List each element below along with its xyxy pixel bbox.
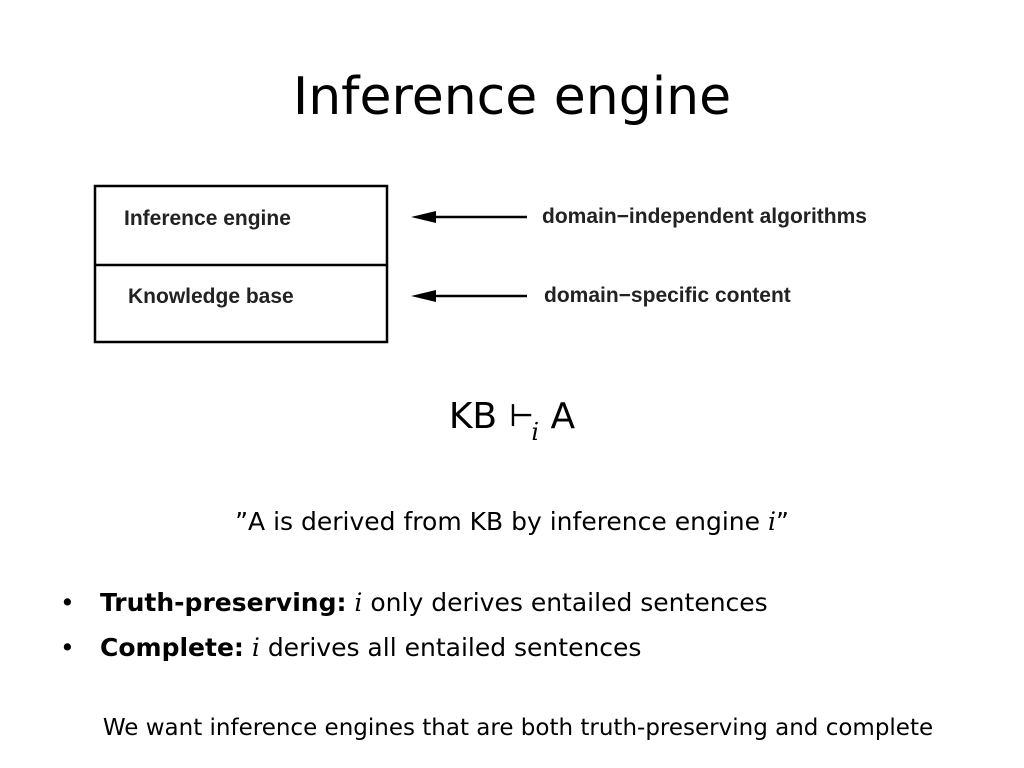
- derivation-formula: KB ⊢i A: [0, 394, 1024, 446]
- slide-title: Inference engine: [292, 67, 732, 127]
- formula-a: A: [550, 396, 576, 437]
- quote-variable: i: [767, 507, 776, 536]
- formula-reading: ”A is derived from KB by inference engin…: [0, 505, 1024, 539]
- bullet-icon: •: [60, 633, 75, 662]
- formula-subscript: i: [531, 418, 540, 446]
- list-item: • Complete: i derives all entailed senten…: [60, 631, 768, 676]
- bullet-icon: •: [60, 588, 75, 617]
- bullet-term: Complete:: [100, 633, 244, 662]
- bullet-term: Truth-preserving:: [100, 588, 347, 617]
- conclusion-text: We want inference engines that are both …: [102, 715, 934, 741]
- quote-close: ”: [775, 507, 789, 536]
- turnstile-symbol: ⊢: [508, 399, 535, 434]
- bullet-variable: i: [251, 633, 260, 662]
- domain-specific-label: domain−specific content: [544, 284, 791, 307]
- inference-engine-box-label: Inference engine: [124, 207, 291, 230]
- bullet-variable: i: [354, 588, 363, 617]
- list-item: • Truth-preserving: i only derives entail…: [60, 586, 768, 631]
- quote-text: ”A is derived from KB by inference engin…: [235, 507, 768, 536]
- bullet-text: only derives entailed sentences: [370, 588, 768, 617]
- bullet-text: derives all entailed sentences: [267, 633, 642, 662]
- property-list: • Truth-preserving: i only derives entail…: [60, 586, 768, 676]
- arrow-left-icon: [411, 290, 527, 302]
- knowledge-base-box-label: Knowledge base: [128, 285, 294, 308]
- arrow-left-icon: [411, 211, 527, 223]
- formula-kb: KB: [448, 396, 498, 437]
- domain-independent-label: domain−independent algorithms: [542, 205, 867, 228]
